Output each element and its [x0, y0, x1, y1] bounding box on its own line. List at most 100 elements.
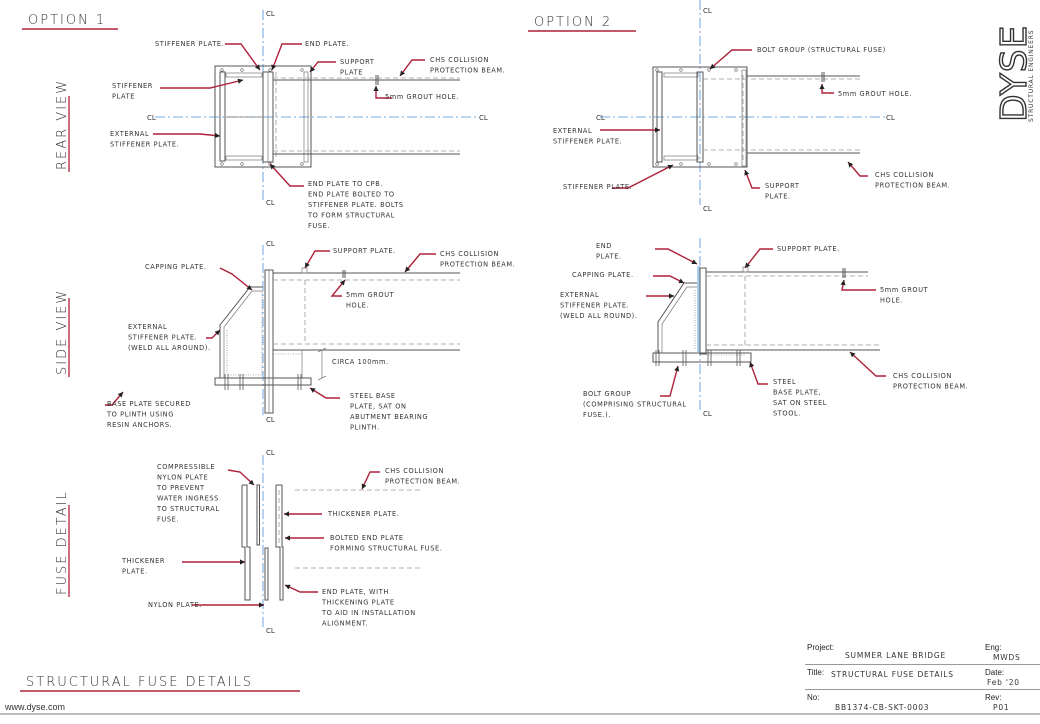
- annotation-label: END PLATE TO CPB.END PLATE BOLTED TOSTIF…: [307, 180, 404, 230]
- annotation-line: STEEL BASE: [350, 392, 396, 400]
- annotation-label: SUPPORT PLATE.: [777, 245, 839, 253]
- annotation-label: 5mm GROUT HOLE.: [838, 90, 911, 98]
- annotation-line: STIFFENER PLATE.: [563, 183, 632, 191]
- svg-text:CL: CL: [703, 7, 712, 15]
- annotation-line: STEEL: [773, 378, 796, 386]
- annotation-line: COMPRESSIBLE: [157, 463, 215, 471]
- annotation-label: STIFFENER PLATE.: [563, 183, 632, 191]
- svg-text:REAR VIEW: REAR VIEW: [55, 79, 70, 170]
- annotation-line: EXTERNAL: [553, 127, 592, 135]
- annotation-line: END PLATE TO CPB.: [308, 180, 383, 188]
- leader-line: [653, 275, 685, 284]
- annotation-line: STOOL.: [773, 410, 801, 418]
- leader-line: [404, 253, 436, 273]
- svg-text:STRUCTURAL FUSE DETAILS: STRUCTURAL FUSE DETAILS: [26, 675, 253, 690]
- annotation-line: RESIN ANCHORS.: [107, 421, 172, 429]
- arrowhead-icon: [710, 63, 716, 69]
- svg-text:CL: CL: [266, 10, 275, 18]
- arrowhead-icon: [744, 170, 750, 176]
- annotation-line: PLATE: [340, 69, 363, 77]
- arrowhead-icon: [400, 70, 406, 76]
- arrowhead-icon: [678, 278, 684, 284]
- svg-text:CL: CL: [479, 114, 488, 122]
- arrowhead-icon: [240, 559, 245, 565]
- leader-line: [105, 391, 124, 406]
- annotation-line: PLINTH.: [350, 424, 380, 432]
- website-link[interactable]: www.dyse.com: [5, 702, 66, 712]
- arrowhead-icon: [850, 352, 856, 358]
- leader-line: [399, 59, 425, 77]
- leader-arrows: [105, 43, 886, 608]
- number-label: No:: [807, 693, 820, 702]
- svg-text:CL: CL: [266, 199, 275, 207]
- option-1-rear-view: [155, 10, 478, 200]
- arrowhead-icon: [819, 84, 825, 89]
- leader-line: [660, 365, 679, 397]
- annotation-line: PLATE.: [765, 193, 791, 201]
- arrowhead-icon: [285, 584, 291, 590]
- annotation-line: CHS COLLISION: [430, 56, 489, 64]
- annotation-line: EXTERNAL: [110, 130, 149, 138]
- svg-text:FUSE DETAIL: FUSE DETAIL: [55, 490, 70, 595]
- leader-line: [309, 387, 340, 399]
- annotation-label: STIFFENER PLATE.: [155, 40, 224, 48]
- svg-text:CL: CL: [886, 114, 895, 122]
- arrowhead-icon: [270, 164, 276, 170]
- annotation-line: WATER INGRESS: [157, 495, 219, 503]
- annotation-line: CAPPING PLATE.: [572, 271, 634, 279]
- option-1-side-view: [214, 245, 460, 415]
- title-row: Title: STRUCTURAL FUSE DETAILS Date: Feb…: [805, 665, 1040, 690]
- arrowhead-icon: [305, 262, 310, 268]
- annotation-line: TO PLINTH USING: [106, 411, 174, 419]
- annotation-line: SAT ON STEEL: [773, 399, 827, 407]
- arrowhead-icon: [246, 284, 252, 290]
- arrowhead-icon: [840, 280, 846, 286]
- annotation-line: TO PREVENT: [156, 484, 205, 492]
- arrowhead-icon: [667, 164, 673, 170]
- leader-line: [655, 248, 698, 265]
- leader-line: [153, 133, 221, 137]
- annotation-line: CHS COLLISION: [875, 171, 934, 179]
- annotation-line: PLATE, SAT ON: [350, 403, 407, 411]
- leader-line: [361, 471, 380, 490]
- option-2-heading: OPTION 2: [528, 15, 636, 32]
- annotation-line: THICKENER PLATE.: [327, 510, 400, 518]
- leader-line: [841, 279, 876, 291]
- leader-line: [749, 361, 768, 385]
- annotation-line: (WELD ALL ROUND).: [560, 312, 638, 320]
- fuse-detail: [241, 455, 420, 630]
- eng-value: MWDS: [993, 653, 1021, 662]
- annotation-line: FUSE.).: [583, 411, 611, 419]
- arrowhead-icon: [361, 483, 367, 489]
- annotation-line: STIFFENER PLATE.: [155, 40, 224, 48]
- project-label: Project:: [807, 643, 835, 652]
- annotation-line: PLATE.: [596, 253, 622, 261]
- annotation-line: PROTECTION BEAM.: [893, 383, 968, 391]
- annotation-label: STEEL BASE PLATE, SAT ON ABUTMENT BEARING P…: [350, 392, 428, 432]
- annotation-label: BOLT GROUP (STRUCTURAL FUSE): [757, 46, 886, 54]
- arrowhead-icon: [749, 362, 755, 368]
- arrowhead-icon: [405, 266, 411, 272]
- leader-line: [284, 584, 318, 593]
- number-row: No: BB1374-CB-SKT-0003 Rev: P01: [805, 690, 1040, 714]
- svg-text:CL: CL: [703, 410, 712, 418]
- svg-text:CL: CL: [703, 205, 712, 213]
- annotation-line: STIFFENER PLATE. BOLTS: [308, 201, 404, 209]
- annotation-line: END PLATE, WITH: [322, 588, 389, 596]
- sheet-title: STRUCTURAL FUSE DETAILS: [20, 675, 300, 692]
- annotation-line: BOLT GROUP (STRUCTURAL FUSE): [757, 46, 886, 54]
- leader-line: [271, 43, 302, 71]
- arrowhead-icon: [310, 388, 316, 393]
- annotation-line: FUSE.: [157, 516, 179, 524]
- annotation-line: HOLE.: [346, 302, 369, 310]
- annotation-line: TO AID IN INSTALLATION: [321, 609, 416, 617]
- arrowhead-icon: [284, 511, 289, 517]
- annotation-line: ABUTMENT BEARING: [350, 413, 428, 421]
